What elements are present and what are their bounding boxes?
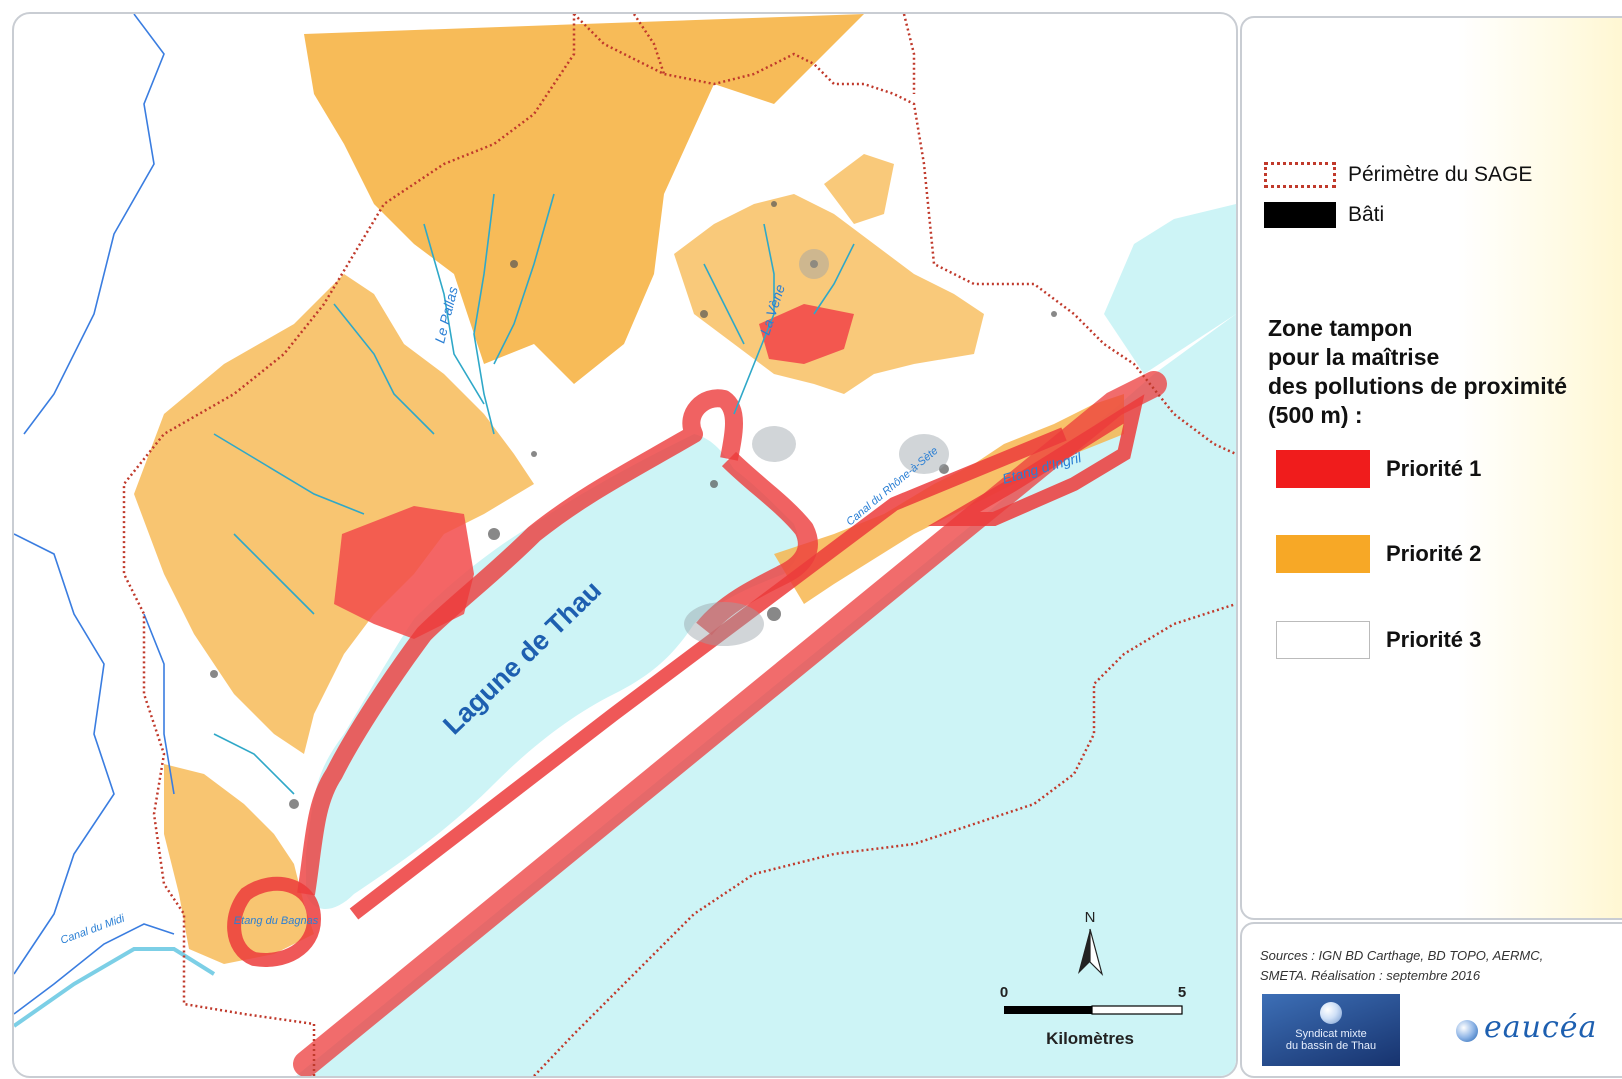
scale-segment-black: [1004, 1006, 1092, 1014]
legend-row-priority3: Priorité 3: [1276, 621, 1481, 659]
label-canal-du-midi: Canal du Midi: [59, 912, 127, 946]
scale-end: 5: [1178, 984, 1186, 1001]
legend-row-priority1: Priorité 1: [1276, 450, 1481, 488]
built-up-grey: [684, 249, 949, 646]
scale-segment-white: [1091, 1005, 1183, 1015]
water-drop-icon: [1320, 1002, 1342, 1024]
north-arrow: N: [1078, 909, 1104, 977]
bati-swatch: [1264, 202, 1336, 228]
priority1-label: Priorité 1: [1386, 456, 1482, 481]
legend-title-line2: pour la maîtrise: [1268, 344, 1440, 370]
sources-text: Sources : IGN BD Carthage, BD TOPO, AERM…: [1260, 946, 1620, 986]
label-etang-bagnas: Etang du Bagnas: [234, 915, 319, 927]
smbt-logo-line1: Syndicat mixte: [1295, 1028, 1367, 1040]
priority2-label: Priorité 2: [1386, 541, 1482, 566]
smbt-logo[interactable]: Syndicat mixte du bassin de Thau: [1262, 994, 1400, 1066]
sources-panel: Sources : IGN BD Carthage, BD TOPO, AERM…: [1240, 922, 1622, 1078]
legend-title-line4: (500 m) :: [1268, 402, 1363, 428]
legend-perimeter-label: Périmètre du SAGE: [1348, 163, 1533, 186]
sage-perimeter: [122, 14, 1236, 1076]
north-label: N: [1085, 909, 1096, 926]
globe-icon: [1456, 1020, 1478, 1042]
north-arrow-right: [1089, 928, 1104, 977]
eaucea-wordmark: eaucéa: [1484, 1010, 1598, 1045]
priority3-swatch: [1276, 621, 1370, 659]
priority1-zones: [227, 304, 1167, 1076]
perimeter-swatch: [1264, 162, 1336, 188]
legend-row-priority2: Priorité 2: [1276, 535, 1481, 573]
map-canvas[interactable]: Le Pallas La Vène Canal du Rhône-à-Sète …: [14, 14, 1236, 1076]
outer-rivers: [14, 14, 175, 1015]
label-le-pallas: Le Pallas: [431, 285, 460, 345]
scale-start: 0: [1000, 984, 1008, 1001]
scale-unit: Kilomètres: [1046, 1029, 1134, 1048]
legend-title-line1: Zone tampon: [1268, 315, 1413, 341]
lagoon-area: [306, 434, 800, 909]
canal-du-midi-line: [14, 947, 216, 1028]
legend-title: Zone tampon pour la maîtrise des polluti…: [1268, 314, 1567, 430]
smbt-logo-line2: du bassin de Thau: [1285, 1040, 1377, 1052]
legend-title-line3: des pollutions de proximité: [1268, 373, 1568, 399]
sources-line2: SMETA. Réalisation : septembre 2016: [1260, 968, 1481, 983]
map-panel[interactable]: Le Pallas La Vène Canal du Rhône-à-Sète …: [12, 12, 1238, 1078]
priority2-swatch: [1276, 535, 1370, 573]
legend-row-bati: Bâti: [1264, 202, 1384, 228]
priority2-zones: [134, 14, 1124, 964]
scale-bar: 0 5 Kilomètres: [1000, 984, 1186, 1048]
river-network: [213, 193, 855, 795]
sources-line1: Sources : IGN BD Carthage, BD TOPO, AERM…: [1260, 948, 1544, 963]
priority3-label: Priorité 3: [1386, 627, 1482, 652]
legend-row-perimeter: Périmètre du SAGE: [1264, 162, 1532, 188]
priority1-swatch: [1276, 450, 1370, 488]
built-up-areas: [210, 201, 1057, 809]
legend-panel: Périmètre du SAGE Bâti Zone tampon pour …: [1240, 16, 1622, 920]
sea-east: [1104, 204, 1236, 374]
legend-bati-label: Bâti: [1348, 203, 1385, 226]
eaucea-logo[interactable]: eaucéa: [1450, 1006, 1610, 1060]
north-arrow-left: [1078, 929, 1090, 974]
